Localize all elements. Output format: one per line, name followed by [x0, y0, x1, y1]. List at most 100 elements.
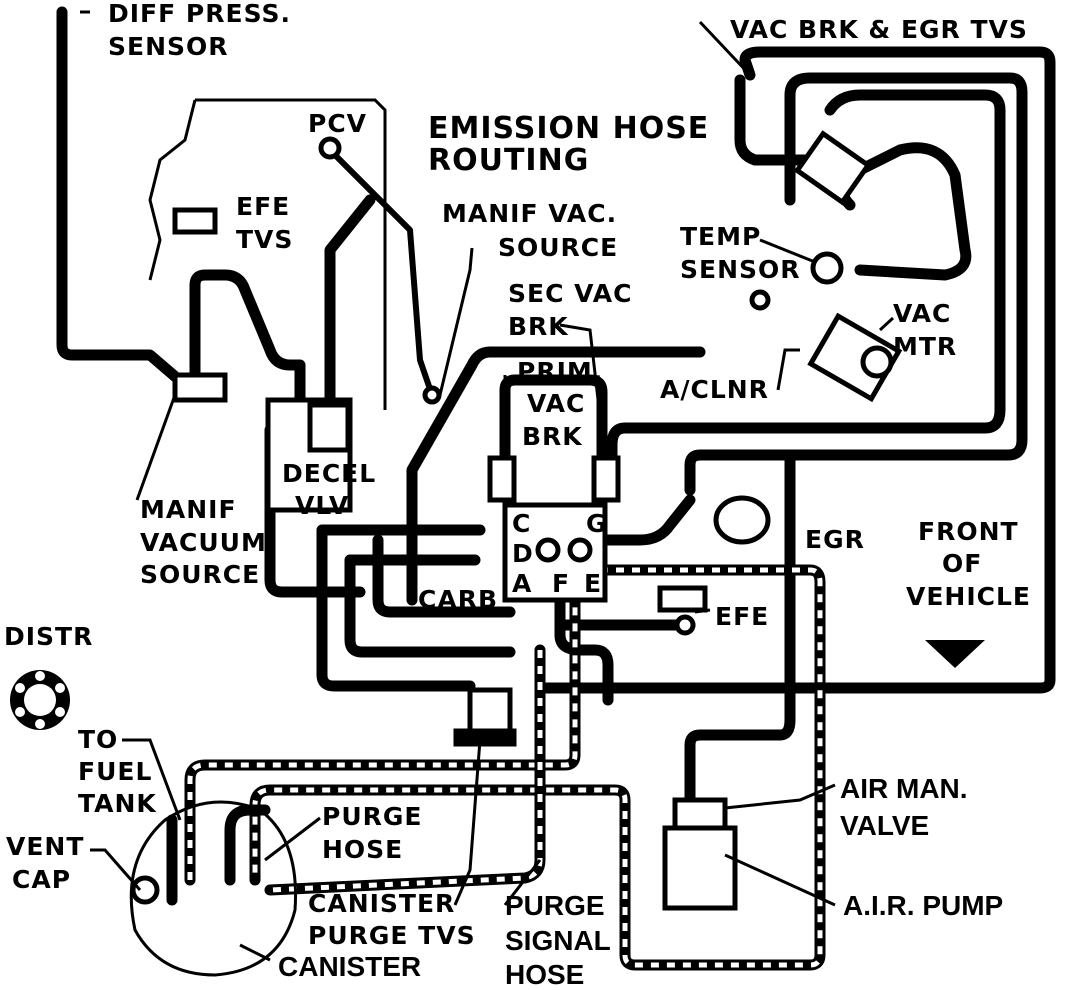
- label-sec-vac-1: SEC VAC: [508, 279, 632, 308]
- hose-purge-dash: [187, 580, 578, 880]
- hose-carb-loop1: [316, 524, 486, 692]
- label-diff-press-2: SENSOR: [108, 32, 229, 61]
- air-pump: [662, 825, 738, 911]
- label-pcv: PCV: [308, 109, 367, 138]
- components: [10, 98, 985, 977]
- hose-outer-right: [534, 46, 1056, 694]
- label-vent-1: VENT: [6, 832, 84, 861]
- label-manif-vacuum-1: MANIF: [140, 495, 237, 524]
- label-air-pump: A.I.R. PUMP: [843, 890, 1003, 921]
- label-efe-tvs-1: EFE: [236, 192, 290, 221]
- title-line-2: ROUTING: [428, 143, 589, 178]
- label-port-a: A: [512, 569, 532, 598]
- label-egr: EGR: [805, 525, 865, 554]
- hose-diff-press: [56, 6, 191, 391]
- label-sec-vac-2: BRK: [508, 312, 569, 341]
- sec-vac-port: [749, 289, 771, 311]
- hose-right-inner: [734, 74, 816, 166]
- label-manif-vac-2: SOURCE: [498, 233, 618, 262]
- vac-motor-diaphragm: [860, 345, 894, 379]
- canister-body: [129, 800, 298, 977]
- distributor-cap: [10, 670, 70, 730]
- label-carb: CARB: [418, 585, 498, 614]
- temp-sensor: [810, 251, 844, 285]
- label-port-d: D: [512, 539, 534, 568]
- label-manif-vac-1: MANIF VAC.: [442, 199, 617, 228]
- label-diff-press-1: DIFF PRESS.: [108, 0, 291, 28]
- hose-decel-left: [264, 424, 366, 598]
- label-to-fuel-2: FUEL: [78, 757, 152, 786]
- hose-right-loop3: [606, 89, 1006, 476]
- leader-lines: [80, 10, 895, 962]
- label-canister-tvs-1: CANISTER: [308, 889, 455, 918]
- label-port-g: G: [586, 509, 608, 538]
- label-to-fuel-3: TANK: [78, 789, 157, 818]
- hose-egr-line: [684, 449, 796, 816]
- label-canister-tvs-2: PURGE TVS: [308, 921, 476, 950]
- label-prim-vac-3: BRK: [522, 422, 583, 451]
- label-purge-signal-1: PURGE: [505, 890, 605, 921]
- label-canister: CANISTER: [278, 951, 421, 982]
- label-distr: DISTR: [4, 622, 93, 651]
- label-purge-signal-2: SIGNAL: [505, 925, 611, 956]
- label-front-1: FRONT: [918, 517, 1019, 546]
- canister-purge-tvs: [467, 687, 513, 738]
- carb-port-d: [535, 537, 561, 563]
- label-front-2: OF: [942, 549, 982, 578]
- manif-vacuum-fitting: [172, 372, 228, 403]
- decel-valve-cap: [307, 402, 351, 453]
- label-vac-brk-egr: VAC BRK & EGR TVS: [730, 15, 1028, 44]
- sec-vac-brk-fitting: [591, 455, 621, 503]
- hose-pcv: [324, 194, 376, 446]
- efe-valve: [657, 585, 708, 613]
- labels: DIFF PRESS. SENSOR EMISSION HOSE ROUTING…: [4, 0, 1031, 990]
- front-arrow-icon: [925, 640, 985, 668]
- hose-carb-loop2: [344, 554, 516, 658]
- engine-outline: [148, 98, 387, 410]
- label-front-3: VEHICLE: [906, 582, 1031, 611]
- label-efe-tvs-2: TVS: [236, 225, 293, 254]
- label-to-fuel-1: TO: [78, 725, 118, 754]
- label-a-clnr: A/CLNR: [660, 375, 769, 404]
- efe-tvs: [172, 207, 218, 235]
- hose-canister-loop: [224, 804, 271, 886]
- vac-brk-egr-tvs: [793, 130, 872, 206]
- carb-port-center: [567, 537, 593, 563]
- label-port-c: C: [512, 509, 531, 538]
- hose-manif-vac-src: [327, 147, 435, 398]
- prim-vac-brk-fitting: [487, 455, 517, 503]
- label-air-man-2: VALVE: [840, 810, 929, 841]
- label-purge-hose-2: HOSE: [322, 835, 403, 864]
- hose-carb-loop3: [372, 534, 516, 618]
- label-manif-vacuum-2: VACUUM: [140, 528, 267, 557]
- label-decel-1: DECEL: [282, 459, 376, 488]
- label-temp-2: SENSOR: [680, 255, 801, 284]
- egr-valve: [713, 495, 771, 545]
- label-decel-2: VLV: [295, 491, 349, 520]
- label-air-man-1: AIR MAN.: [840, 773, 968, 804]
- label-efe: EFE: [715, 602, 769, 631]
- label-purge-signal-3: HOSE: [505, 959, 584, 990]
- label-prim-vac-1: PRIM.: [517, 357, 603, 386]
- hose-efe-tvs: [189, 269, 306, 446]
- label-prim-vac-2: VAC: [527, 389, 585, 418]
- label-port-e: E: [584, 569, 602, 598]
- pcv-valve: [318, 136, 342, 160]
- label-temp-1: TEMP: [680, 222, 761, 251]
- hose-sec-vac: [406, 346, 706, 606]
- hose-right-loop2: [684, 72, 1028, 496]
- canister-purge-tvs-base: [453, 728, 517, 747]
- manif-vac-port: [422, 385, 442, 405]
- efe-valve-port: [674, 614, 696, 636]
- label-port-f: F: [552, 569, 570, 598]
- title-line-1: EMISSION HOSE: [428, 111, 709, 146]
- label-vac-mtr-1: VAC: [893, 299, 951, 328]
- hose-carb-right: [554, 494, 696, 706]
- label-vent-2: CAP: [12, 865, 71, 894]
- hose-purge-signal-dash: [252, 567, 823, 968]
- vent-cap: [130, 875, 160, 905]
- label-purge-hose-1: PURGE: [322, 802, 422, 831]
- label-vac-mtr-2: MTR: [893, 332, 957, 361]
- label-manif-vacuum-3: SOURCE: [140, 560, 260, 589]
